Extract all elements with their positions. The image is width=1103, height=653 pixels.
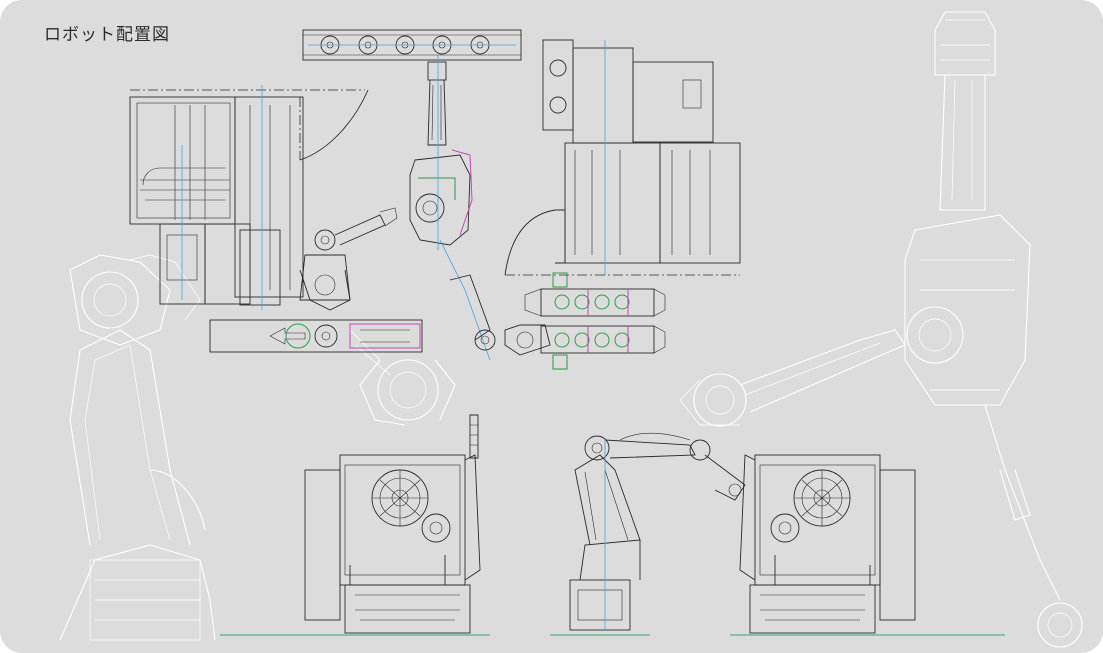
conveyor-right — [504, 272, 666, 370]
page-title: ロボット配置図 — [44, 25, 170, 45]
chute-left — [209, 319, 423, 353]
ghost-robot-upper-right — [679, 329, 906, 427]
machine-plan-right — [504, 39, 741, 276]
gripper-left — [299, 207, 398, 311]
ghost-robot-right — [904, 11, 1083, 648]
robot-top-view — [409, 55, 496, 361]
robot-elevation — [550, 432, 746, 636]
top-magazine-rail — [302, 29, 522, 61]
ghost-robot-center — [349, 329, 456, 426]
machine-plan-left — [129, 85, 369, 310]
machine-elevation-left — [220, 414, 490, 636]
ghost-robot-left — [59, 254, 216, 641]
machine-elevation-right — [730, 454, 1005, 636]
